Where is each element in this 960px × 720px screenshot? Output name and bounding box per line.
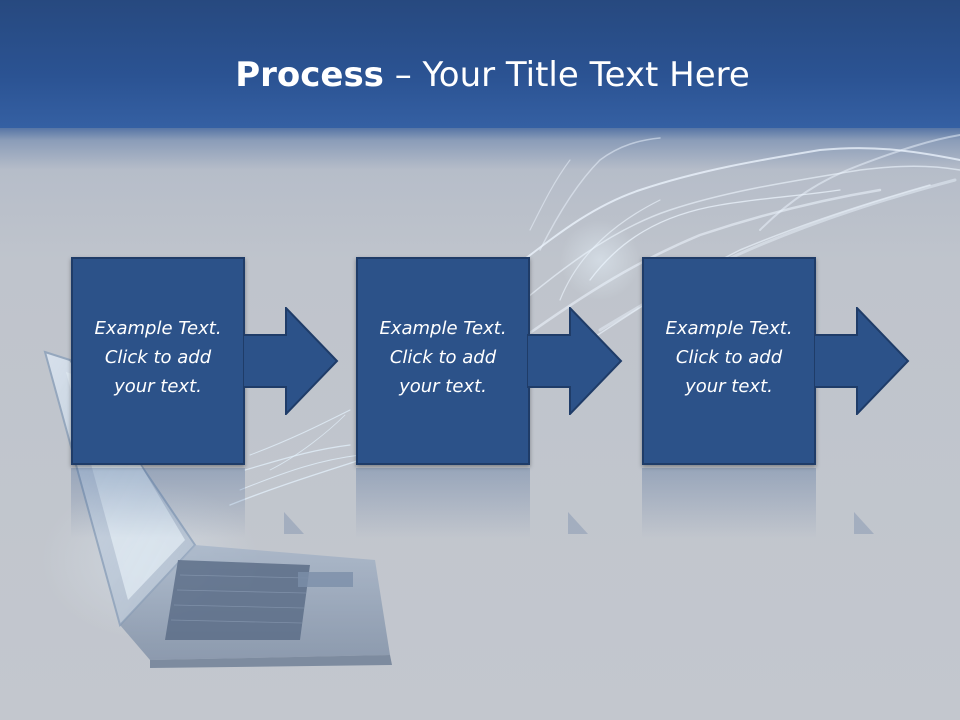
arrow-reflection: [284, 512, 304, 534]
right-arrow-icon: [814, 307, 910, 415]
step-3-reflection: [642, 468, 816, 538]
right-arrow-icon: [527, 307, 623, 415]
step-2-reflection: [356, 468, 530, 538]
slide-title[interactable]: Process – Your Title Text Here: [0, 52, 960, 98]
process-step-3[interactable]: Example Text. Click to add your text.: [642, 257, 816, 465]
slide-title-rest: – Your Title Text Here: [383, 55, 750, 95]
step-1-reflection: [71, 468, 245, 538]
step-3-text[interactable]: Example Text. Click to add your text.: [665, 318, 793, 397]
slide-title-bold: Process: [235, 55, 384, 95]
process-step-2[interactable]: Example Text. Click to add your text.: [356, 257, 530, 465]
step-1-text[interactable]: Example Text. Click to add your text.: [94, 318, 222, 397]
right-arrow-icon: [243, 307, 339, 415]
step-2-text[interactable]: Example Text. Click to add your text.: [379, 318, 507, 397]
process-step-1[interactable]: Example Text. Click to add your text.: [71, 257, 245, 465]
header-bar: [0, 0, 960, 128]
arrow-reflection: [854, 512, 874, 534]
arrow-reflection: [568, 512, 588, 534]
